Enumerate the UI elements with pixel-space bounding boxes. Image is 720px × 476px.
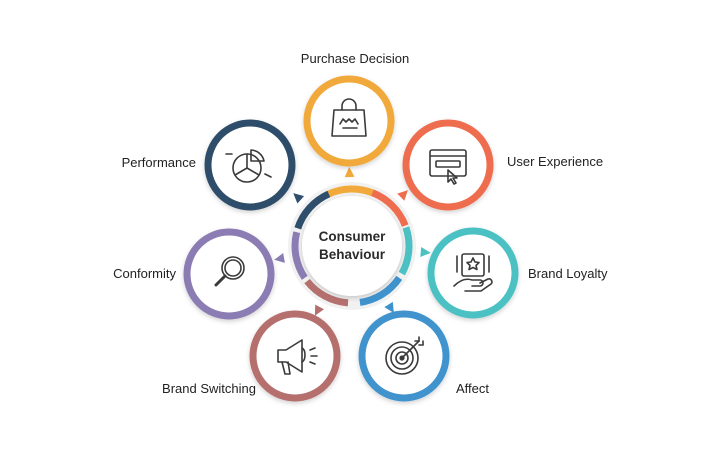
hand-badge-icon: [453, 253, 493, 292]
magnifier-icon: [214, 256, 245, 287]
node-purchase-decision-ring: [303, 75, 395, 167]
node-performance-label: Performance: [122, 155, 196, 170]
hub-arc-performance: [294, 190, 331, 230]
center-title-line1: Consumer: [319, 229, 387, 244]
hub-arc-brand-switching: [304, 278, 349, 307]
connector-arrows: [274, 167, 431, 316]
node-user-experience: User Experience: [402, 119, 603, 211]
hub-arc-conformity: [291, 231, 308, 280]
node-brand-loyalty: Brand Loyalty: [427, 227, 608, 319]
hub-arc-affect: [359, 275, 403, 306]
hub-arc-user-experience: [371, 189, 409, 227]
target-arrow-icon: [385, 336, 424, 375]
arrow-affect: [384, 301, 394, 313]
arrow-performance: [293, 193, 305, 204]
node-brand-loyalty-label: Brand Loyalty: [528, 266, 608, 281]
node-conformity-ring: [183, 228, 275, 320]
node-purchase-decision: Purchase Decision: [301, 51, 409, 167]
node-brand-switching-ring: [249, 310, 341, 402]
center-ring-arcs: [291, 185, 413, 307]
node-brand-switching-label: Brand Switching: [162, 381, 256, 396]
node-brand-loyalty-ring: [427, 227, 519, 319]
arrow-user-experience: [397, 190, 408, 201]
node-brand-switching: Brand Switching: [162, 310, 341, 402]
browser-click-icon: [429, 149, 467, 185]
node-affect-label: Affect: [456, 381, 489, 396]
node-user-experience-ring: [402, 119, 494, 211]
node-conformity-label: Conformity: [113, 266, 176, 281]
arrow-brand-switching: [314, 304, 325, 316]
node-purchase-decision-label: Purchase Decision: [301, 51, 409, 66]
center-disc: [302, 196, 402, 296]
shopping-bag-icon: [331, 98, 367, 137]
node-conformity: Conformity: [113, 228, 275, 320]
hub-arc-brand-loyalty: [398, 226, 413, 276]
megaphone-icon: [277, 339, 318, 375]
node-affect: Affect: [358, 310, 489, 402]
arrow-conformity: [274, 253, 285, 263]
arrow-purchase-decision: [344, 167, 355, 178]
hub-arc-purchase-decision: [325, 185, 375, 198]
arrow-brand-loyalty: [420, 247, 431, 257]
center-title-line2: Behaviour: [319, 247, 386, 262]
node-performance: Performance: [122, 119, 296, 211]
center-hub: Consumer Behaviour: [288, 182, 416, 310]
pie-chart-icon: [225, 149, 272, 183]
node-performance-ring: [204, 119, 296, 211]
node-user-experience-label: User Experience: [507, 154, 603, 169]
